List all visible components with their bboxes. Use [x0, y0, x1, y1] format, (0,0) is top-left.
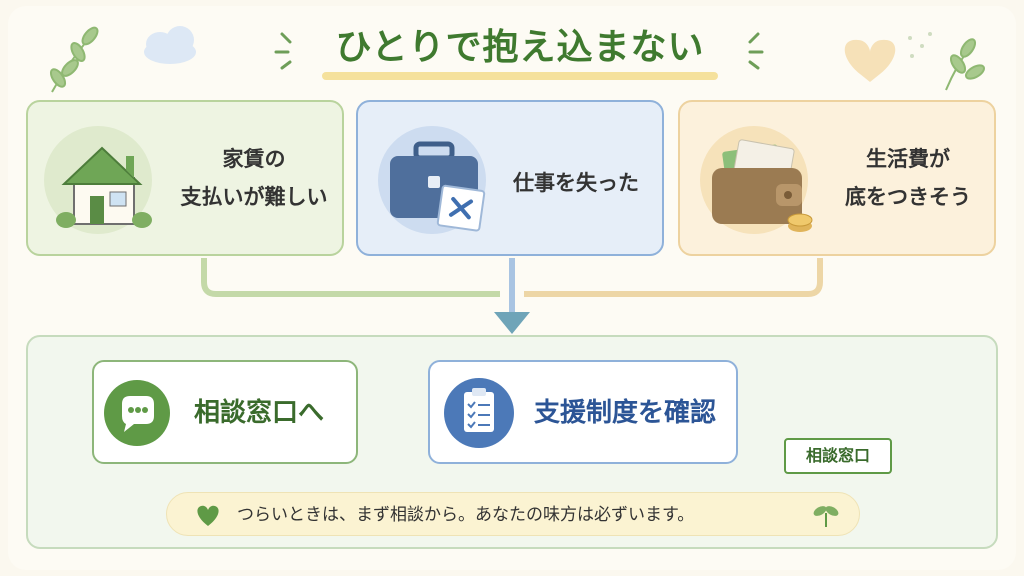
encouragement-bar: つらいときは、まず相談から。あなたの味方は必ずいます。	[166, 492, 860, 536]
leaf-sprig-icon	[945, 38, 986, 91]
label-line-1: 生活費が	[866, 147, 950, 171]
sprout-icon	[813, 506, 839, 527]
label-line-1: 家賃の	[222, 147, 286, 171]
desk-sign: 相談窓口	[784, 438, 892, 474]
cloud-icon	[144, 26, 196, 64]
problem-card-job: 仕事を失った	[356, 100, 664, 256]
consult-window-button[interactable]: 相談窓口へ	[92, 360, 358, 464]
problem-card-living: 生活費が 底をつきそう	[678, 100, 996, 256]
leaf-sprig-icon	[49, 26, 99, 93]
heart-icon	[197, 505, 219, 526]
checklist-icon	[444, 378, 514, 448]
page-title: ひとりで抱え込まない	[335, 27, 705, 68]
problem-card-rent: 家賃の 支払いが難しい	[26, 100, 344, 256]
briefcase-icon	[390, 141, 486, 232]
title-underline	[322, 72, 718, 80]
support-label: 支援制度を確認	[534, 398, 717, 428]
down-arrow-icon	[494, 312, 530, 334]
chat-bubble-icon	[104, 380, 170, 446]
house-icon	[56, 146, 152, 228]
consult-label: 相談窓口へ	[194, 398, 325, 428]
title-area: ひとりで抱え込まない	[300, 22, 740, 84]
label-line-2: 支払いが難しい	[180, 185, 328, 209]
heart-icon	[844, 39, 896, 82]
encouragement-message: つらいときは、まず相談から。あなたの味方は必ずいます。	[237, 505, 695, 525]
card-label: 家賃の 支払いが難しい	[174, 140, 334, 216]
label-line-2: 底をつきそう	[845, 185, 971, 209]
card-label: 仕事を失った	[513, 171, 639, 195]
wallet-icon	[712, 139, 813, 232]
card-label: 生活費が 底をつきそう	[828, 140, 988, 216]
